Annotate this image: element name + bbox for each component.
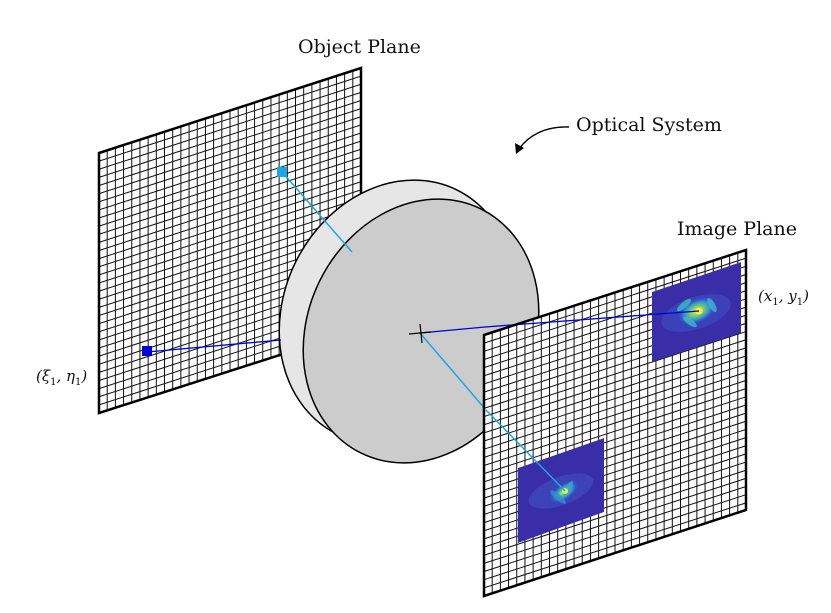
- optical-system-label: Optical System: [576, 114, 722, 136]
- grid-line: [483, 477, 747, 564]
- grid-line: [483, 502, 747, 589]
- object-point-coordinates: (ξ1, η1): [36, 367, 88, 388]
- crosshair-icon: [408, 323, 432, 344]
- image-ray-light: [485, 409, 566, 492]
- image-plane-label: Image Plane: [677, 218, 797, 240]
- image-plane-border: [482, 248, 748, 598]
- grid-line: [483, 469, 747, 556]
- grid-line: [483, 388, 747, 475]
- image-ray-light-front: [419, 332, 487, 411]
- grid-line: [483, 380, 747, 466]
- object-plane-label: Object Plane: [298, 36, 421, 58]
- object-point-dark: [142, 346, 152, 356]
- grid-line: [483, 486, 747, 573]
- grid-line: [483, 494, 747, 581]
- curved-arrow-icon: [515, 126, 570, 154]
- object-ray-dark: [146, 339, 282, 353]
- object-ray-light: [281, 171, 353, 253]
- object-point-light: [277, 167, 287, 177]
- grid-line: [98, 205, 362, 292]
- image-point-coordinates: (x1, y1): [758, 287, 809, 308]
